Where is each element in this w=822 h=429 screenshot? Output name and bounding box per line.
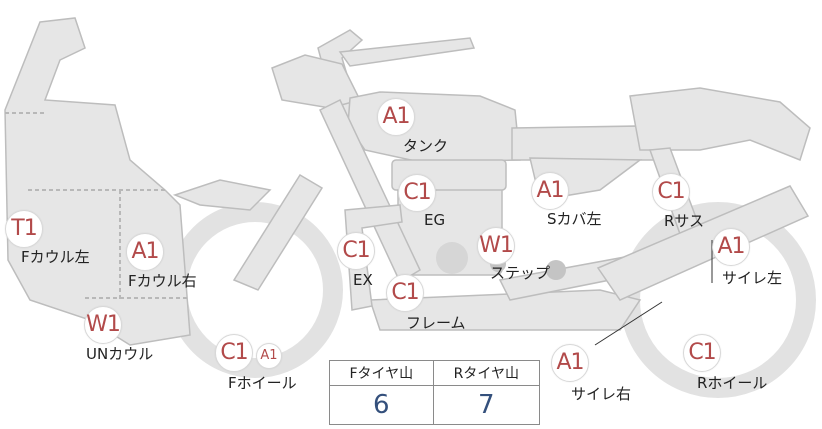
tank-grade: A1 <box>377 98 415 136</box>
un-cowl-grade: W1 <box>84 306 122 344</box>
silencer-shape <box>596 185 810 301</box>
silencer-left-label: サイレ左 <box>722 269 783 287</box>
front-tire-value: 6 <box>329 385 434 425</box>
eg-label: EG <box>424 211 446 229</box>
rear-tire-value: 7 <box>432 385 541 425</box>
frame-label: フレーム <box>406 314 466 332</box>
front-fender-shape <box>172 179 272 211</box>
f-cowl-right-label: Fカウル右 <box>128 272 197 290</box>
step-grade: W1 <box>477 227 515 265</box>
step-label: ステップ <box>490 264 551 282</box>
seat-shape <box>511 125 657 161</box>
tire-tread-table: Fタイヤ山 Rタイヤ山 6 7 <box>329 360 541 425</box>
f-cowl-right-grade: A1 <box>126 233 164 271</box>
f-wheel-label: Fホイール <box>228 374 297 392</box>
front-cowl-shape <box>4 17 191 346</box>
ex-label: EX <box>353 271 373 289</box>
silencer-right-grade: A1 <box>551 344 589 382</box>
rear-tire-header: Rタイヤ山 <box>432 360 541 386</box>
s-cover-left-label: Sカバ左 <box>547 210 602 228</box>
frame-tube-shape <box>338 37 476 67</box>
f-cowl-left-label: Fカウル左 <box>21 248 90 266</box>
silencer-right-label: サイレ右 <box>571 385 632 403</box>
frame-grade: C1 <box>386 274 424 312</box>
silencer-left-grade: A1 <box>712 228 750 266</box>
eg-grade: C1 <box>398 174 436 212</box>
s-cover-left-grade: A1 <box>531 172 569 210</box>
r-wheel-grade: C1 <box>683 334 721 372</box>
r-suspension-grade: C1 <box>652 173 690 211</box>
f-cowl-left-grade: T1 <box>5 210 43 248</box>
frame-lower-shape <box>368 289 642 331</box>
exhaust-shape <box>344 204 403 311</box>
tank-label: タンク <box>403 137 449 155</box>
r-wheel-label: Rホイール <box>697 374 768 392</box>
front-wheel-shape <box>167 202 343 378</box>
meter-shape <box>271 54 362 109</box>
un-cowl-label: UNカウル <box>86 345 154 363</box>
f-wheel-grade: C1 <box>215 334 253 372</box>
front-fork-shape <box>232 173 324 291</box>
r-suspension-label: Rサス <box>664 212 705 230</box>
f-wheel-grade-secondary: A1 <box>256 343 282 369</box>
front-tire-header: Fタイヤ山 <box>329 360 434 386</box>
ex-grade: C1 <box>337 232 375 270</box>
